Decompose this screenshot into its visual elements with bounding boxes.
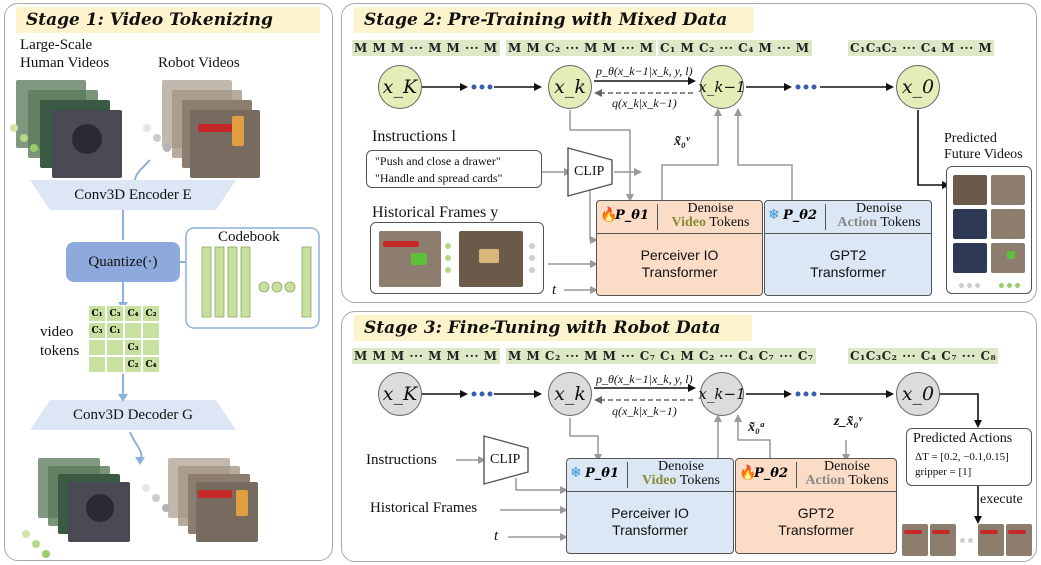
fire-icon: 🔥 xyxy=(739,466,757,481)
s2-instructions-box: "Push and close a drawer" "Handle and sp… xyxy=(366,150,542,188)
grid-cell xyxy=(142,339,160,356)
grid-cell: C₄ xyxy=(124,305,142,322)
stage1-title: Stage 1: Video Tokenizing xyxy=(16,7,320,33)
s2-node-xk: x_k xyxy=(548,65,592,109)
s2-gpt2-title: GPT2 Transformer xyxy=(810,247,886,280)
grid-cell xyxy=(124,322,142,339)
s2-tokens-0: C₁C₃C₂ ··· C₄ M ··· M xyxy=(848,40,995,56)
s2-clip: CLIP xyxy=(574,164,605,179)
s2-x0v: x̃₀ᵛ xyxy=(674,134,690,149)
s3-instructions: Instructions xyxy=(366,452,437,468)
s2-tokens-K: M M M ··· M M ··· M xyxy=(352,40,500,56)
codebook-label: Codebook xyxy=(218,229,280,245)
s3-x0a: x̃₀ᵃ xyxy=(748,420,765,435)
grid-cell xyxy=(106,339,124,356)
s2-t: t xyxy=(552,282,557,298)
grid-cell xyxy=(88,339,106,356)
s2-hist-label: Historical Frames y xyxy=(372,204,499,221)
grid-cell: C₁ xyxy=(106,322,124,339)
s2-hist-box xyxy=(370,222,544,294)
grid-cell xyxy=(106,356,124,373)
s3-tokens-km1: C₁ M C₂ ··· C₄ C₇ ··· C₇ xyxy=(658,348,816,364)
s3-node-xk: x_k xyxy=(548,372,592,416)
conv3d-encoder: Conv3D Encoder E xyxy=(74,186,192,203)
s2-predicted-box xyxy=(946,166,1032,294)
s2-q: q(x_k|x_k−1) xyxy=(612,96,677,110)
s2-tokens-km1: C₁ M C₂ ··· C₄ M ··· M xyxy=(658,40,812,56)
s2-node-xkm1: x_k−1 xyxy=(698,65,746,109)
grid-cell: C₁ xyxy=(88,305,106,322)
instruction-1: "Push and close a drawer" xyxy=(375,154,501,168)
s3-perceiver-title: Perceiver IO Transformer xyxy=(611,505,689,538)
execute-label: execute xyxy=(980,492,1023,507)
s3-z: z_x̃₀ᵛ xyxy=(834,414,862,429)
snowflake-icon: ❄ xyxy=(570,466,582,481)
s3-p1: P_θ1 xyxy=(585,466,619,481)
s2-predicted-label: Predicted Future Videos xyxy=(944,131,1023,162)
s2-p1: P_θ1 xyxy=(615,208,649,223)
s3-p-theta: p_θ(x_k−1|x_k, y, l) xyxy=(596,372,693,386)
s2-node-x0: x_0 xyxy=(896,65,940,109)
quantize-block: Quantize(·) xyxy=(66,242,180,282)
predicted-actions-box: Predicted Actions ΔT = [0.2, −0.1,0.15] … xyxy=(906,428,1032,486)
grid-cell: C₃ xyxy=(106,305,124,322)
s3-q: q(x_k|x_k−1) xyxy=(612,404,677,418)
grid-cell: C₂ xyxy=(142,305,160,322)
robot-videos-label: Robot Videos xyxy=(158,55,240,71)
s2-tokens-k: M M C₂ ··· M M ··· M xyxy=(506,40,656,56)
instruction-2: "Handle and spread cards" xyxy=(375,171,503,185)
grid-cell: C₃ xyxy=(88,322,106,339)
s3-tokens-k: M M C₂ ··· M M ··· C₇ xyxy=(506,348,658,364)
s2-p-theta: p_θ(x_k−1|x_k, y, l) xyxy=(596,64,693,78)
fire-icon: 🔥 xyxy=(600,208,618,223)
stage3-title: Stage 3: Fine-Tuning with Robot Data xyxy=(354,315,752,341)
s3-node-xkm1: x_k−1 xyxy=(698,372,746,416)
s3-gpt2-title: GPT2 Transformer xyxy=(778,505,854,538)
s3-clip: CLIP xyxy=(490,452,521,467)
human-videos-label: Large-Scale Human Videos xyxy=(20,37,110,71)
s2-perceiver-title: Perceiver IO Transformer xyxy=(640,247,719,280)
snowflake-icon: ❄ xyxy=(768,208,780,223)
s3-node-xK: x_K xyxy=(378,372,422,416)
s3-tokens-0: C₁C₃C₂ ··· C₄ C₇ ··· C₈ xyxy=(848,348,999,364)
grid-cell xyxy=(88,356,106,373)
s3-hist: Historical Frames xyxy=(370,500,478,516)
gripper: gripper = [1] xyxy=(915,466,972,478)
grid-cell: C₂ xyxy=(124,356,142,373)
delta-t: ΔT = [0.2, −0.1,0.15] xyxy=(915,451,1009,463)
stage2-title: Stage 2: Pre-Training with Mixed Data xyxy=(354,7,754,33)
video-token-grid: C₁ C₃ C₄ C₂ C₃ C₁ C₃ C₂ C₄ xyxy=(88,305,160,373)
s2-node-xK: x_K xyxy=(378,65,422,109)
video-tokens-label: video tokens xyxy=(40,324,80,359)
grid-cell xyxy=(142,322,160,339)
s2-p2: P_θ2 xyxy=(783,208,817,223)
s3-tokens-K: M M M ··· M M ··· M xyxy=(352,348,500,364)
s2-instructions-label: Instructions l xyxy=(372,128,456,145)
s3-p2: P_θ2 xyxy=(754,466,788,481)
grid-cell: C₃ xyxy=(124,339,142,356)
s3-t: t xyxy=(494,528,499,544)
grid-cell: C₄ xyxy=(142,356,160,373)
s3-node-x0: x_0 xyxy=(896,372,940,416)
predicted-actions-title: Predicted Actions xyxy=(913,431,1013,446)
conv3d-decoder: Conv3D Decoder G xyxy=(73,406,193,423)
